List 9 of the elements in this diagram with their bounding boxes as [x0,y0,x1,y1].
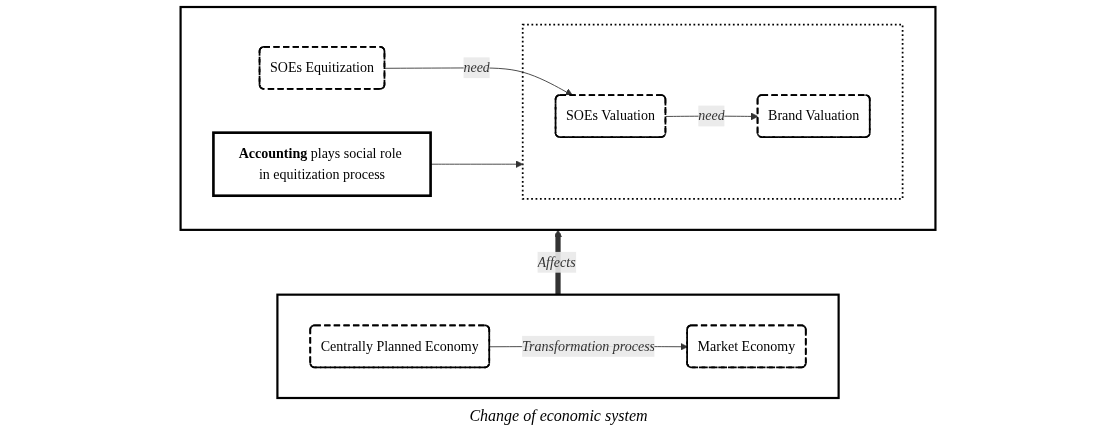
cluster [276,293,841,400]
edge-label: Affects [538,254,577,270]
edge-label: need [463,59,491,75]
edge-label: Transformation process [522,338,656,354]
cluster [522,23,904,200]
label-text: Change of economic system [469,407,648,425]
edge-label: need [698,108,726,124]
cluster [179,5,938,231]
node-box: Accounting plays social role in equitization process [212,131,433,198]
